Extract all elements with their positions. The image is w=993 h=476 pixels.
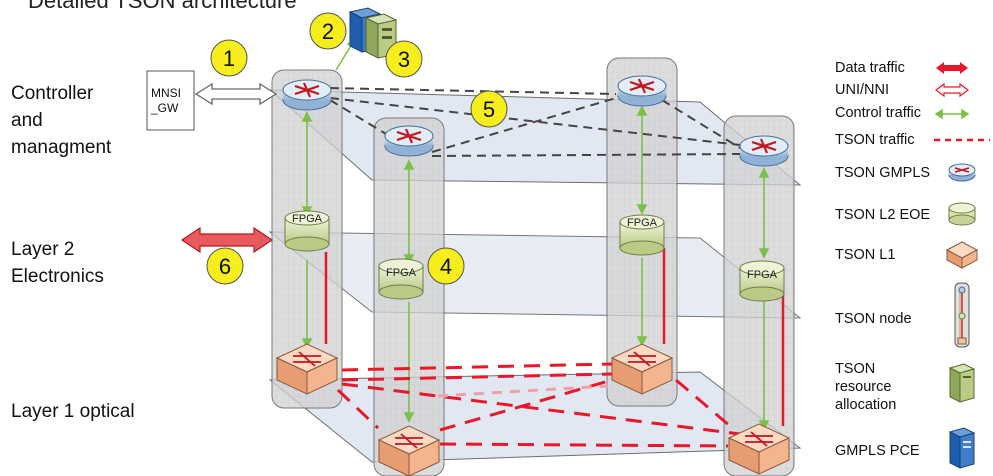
callout-2-label: 2 [322,19,334,44]
legend-label-tson-gmpls: TSON GMPLS [835,165,931,181]
control-traffic-arrows [301,38,770,431]
legend-server-icon [948,363,976,403]
legend-label-tson-node: TSON node [835,311,912,327]
fpga-cylinder-icon: FPGA [284,210,330,252]
legend-optical-switch-icon [945,241,979,269]
mnsi-gw-box [146,70,195,131]
data-traffic-links [324,248,785,426]
router-icon [282,79,332,111]
legend-label-tson-traffic: TSON traffic [835,132,915,148]
fpga-cylinder-icon: FPGA [619,214,665,256]
legend-data-traffic-icon [936,62,968,74]
mnsi-gw-label: MNSI _GW [151,86,181,115]
optical-switch-icon [727,423,791,475]
fpga-label: FPGA [292,213,323,225]
legend-node-column-icon [954,282,970,348]
fpga-label: FPGA [747,269,778,281]
legend-pce-server-icon [948,427,976,469]
fpga-cylinder-icon: FPGA [378,258,424,300]
legend-label-tson-l2-eoe: TSON L2 EOE [835,207,931,223]
legend-label-uni-nni: UNI/NNI [835,82,889,98]
optical-switch-icon [275,343,339,395]
callout-3-label: 3 [398,47,410,72]
callout-6: 6 [206,247,244,285]
data-traffic-arrow [180,226,274,254]
legend-label-gmpls-pce: GMPLS PCE [835,443,920,459]
callout-1-label: 1 [223,46,235,71]
legend-label-resource-allocation: TSON resource allocation [835,361,897,413]
fpga-label: FPGA [627,217,658,229]
l1-layer-label: Layer 1 optical [11,401,135,422]
control-plane [268,89,802,186]
control-mesh-links [329,87,741,157]
legend-router-icon [948,163,976,182]
router-icon [617,75,667,107]
control-layer-label: Controller and managment [11,83,112,158]
tson-traffic-links [336,362,741,448]
callout-1: 1 [210,39,248,77]
legend-label-tson-l1: TSON L1 [835,247,896,263]
legend-label-data-traffic: Data traffic [835,60,905,76]
legend-control-traffic-icon [934,108,970,120]
optical-switch-icon [610,343,674,395]
callout-2: 2 [309,12,347,50]
callout-3: 3 [385,40,423,78]
router-icon [739,135,789,167]
page-title: Detailed TSON architecture [28,0,297,13]
uni-nni-arrow [194,82,278,106]
l2-layer-label: Layer 2 Electronics [11,239,104,287]
legend-label-control-traffic: Control traffic [835,105,921,121]
callout-4: 4 [427,247,465,285]
optical-switch-icon [377,425,441,476]
l2-plane [268,231,802,319]
fpga-cylinder-icon: FPGA [739,260,785,302]
fpga-label: FPGA [386,267,417,279]
legend-cylinder-icon [948,202,976,226]
callout-5: 5 [470,90,508,128]
callout-5-label: 5 [483,97,495,122]
router-icon [384,125,434,157]
legend-uni-nni-icon [935,82,969,98]
callout-6-label: 6 [219,254,231,279]
callout-4-label: 4 [440,254,452,279]
